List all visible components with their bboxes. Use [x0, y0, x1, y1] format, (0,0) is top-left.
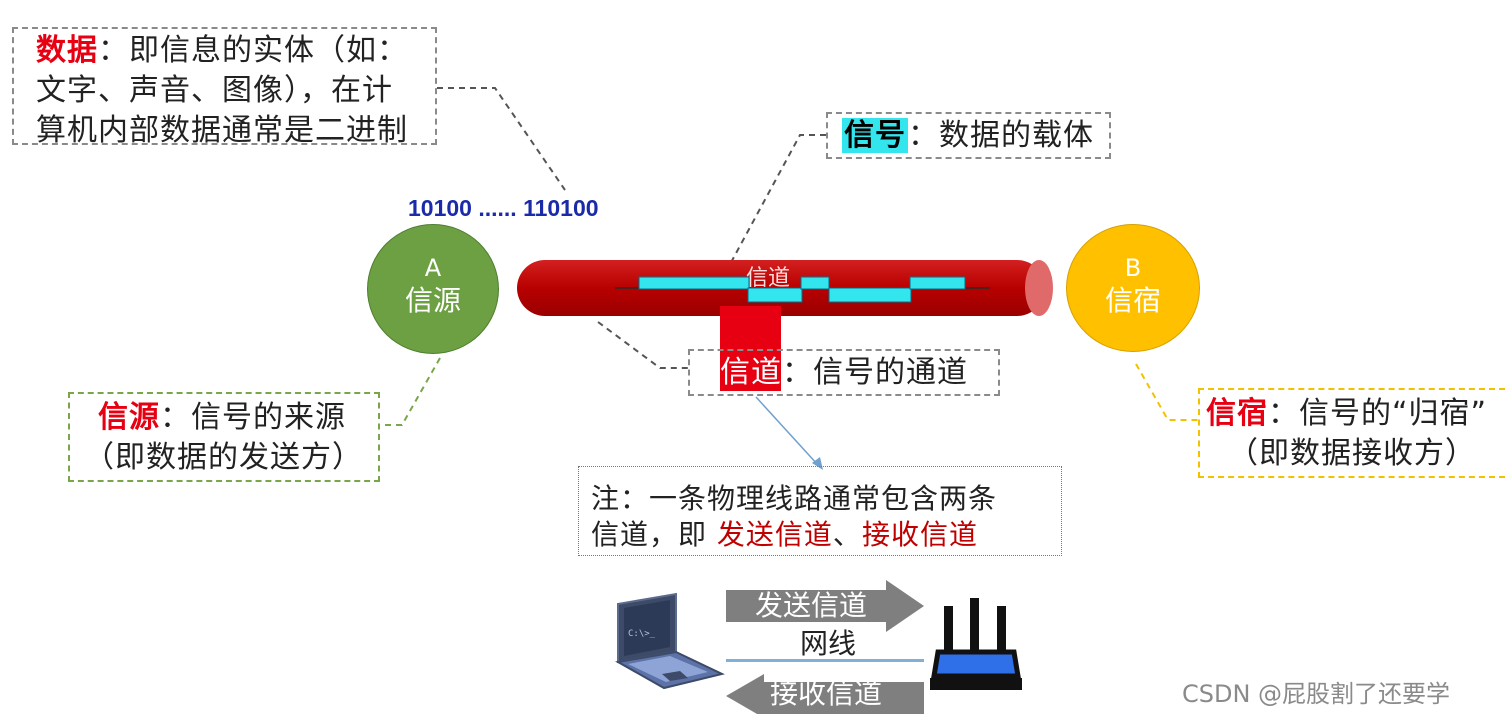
signal-connector — [727, 134, 826, 269]
data-definition-line-2: 文字、声音、图像），在计 — [36, 73, 393, 108]
sink-definition-line-2: （即数据接收方） — [1228, 436, 1476, 471]
note-box: 注：一条物理线路通常包含两条 信道，即 发送信道、接收信道 — [578, 466, 1062, 556]
node-a-label: 信源 — [404, 284, 461, 317]
note-send-channel: 发送信道 — [716, 518, 833, 551]
signal-pulse — [828, 287, 912, 303]
channel-pipe — [517, 260, 1053, 316]
channel-highlight-block — [720, 306, 781, 391]
signal-pulse — [638, 276, 750, 290]
sink-definition-box: 信宿：信号的“归宿” （即数据接收方） — [1198, 388, 1505, 478]
note-pointer-line — [755, 396, 819, 466]
note-line-1: 注：一条物理线路通常包含两条 — [591, 482, 998, 515]
data-definition-line-1: 数据：即信息的实体（如： — [36, 33, 408, 68]
cable-label: 网线 — [800, 627, 857, 660]
signal-pulse — [909, 276, 966, 290]
source-connector — [380, 357, 441, 426]
node-b-letter: B — [1124, 254, 1142, 282]
data-connector — [437, 87, 566, 191]
svg-text:C:\>_: C:\>_ — [628, 629, 656, 639]
pipe-end-cap — [1025, 260, 1053, 316]
source-definition-box: 信源：信号的来源 （即数据的发送方） — [68, 392, 380, 482]
data-keyword: 数据 — [36, 33, 98, 68]
cable-line — [726, 659, 924, 662]
channel-definition-box: 信道：信号的通道 — [688, 349, 1000, 396]
data-definition-line-3: 算机内部数据通常是二进制 — [36, 113, 408, 148]
sink-keyword: 信宿 — [1206, 396, 1268, 431]
source-node-a: A 信源 — [367, 224, 499, 354]
source-keyword: 信源 — [98, 400, 160, 435]
signal-definition-box: 信号：数据的载体 — [826, 112, 1111, 159]
signal-pulse — [800, 276, 830, 290]
pipe-label: 信道 — [746, 266, 791, 291]
channel-connector — [597, 321, 688, 369]
sink-node-b: B 信宿 — [1066, 224, 1200, 352]
source-definition-line-2: （即数据的发送方） — [84, 440, 363, 475]
csdn-watermark: CSDN @屁股割了还要学 — [1182, 680, 1451, 708]
laptop-icon: C:\>_ — [615, 592, 725, 690]
send-channel-label: 发送信道 — [755, 589, 868, 622]
data-definition-box: 数据：即信息的实体（如： 文字、声音、图像），在计 算机内部数据通常是二进制 — [12, 27, 437, 148]
channel-keyword: 信道 — [720, 355, 782, 390]
bit-sequence-label: 10100 ...... 110100 — [408, 195, 599, 221]
signal-keyword: 信号 — [842, 118, 908, 153]
send-arrow — [726, 580, 924, 632]
node-a-letter: A — [424, 254, 442, 282]
router-icon — [930, 598, 1022, 690]
receive-arrow — [726, 674, 924, 714]
note-recv-channel: 接收信道 — [861, 518, 978, 551]
node-b-label: 信宿 — [1104, 284, 1161, 317]
sink-connector — [1135, 363, 1198, 421]
signal-pulse — [747, 287, 803, 303]
receive-channel-label: 接收信道 — [770, 677, 883, 710]
